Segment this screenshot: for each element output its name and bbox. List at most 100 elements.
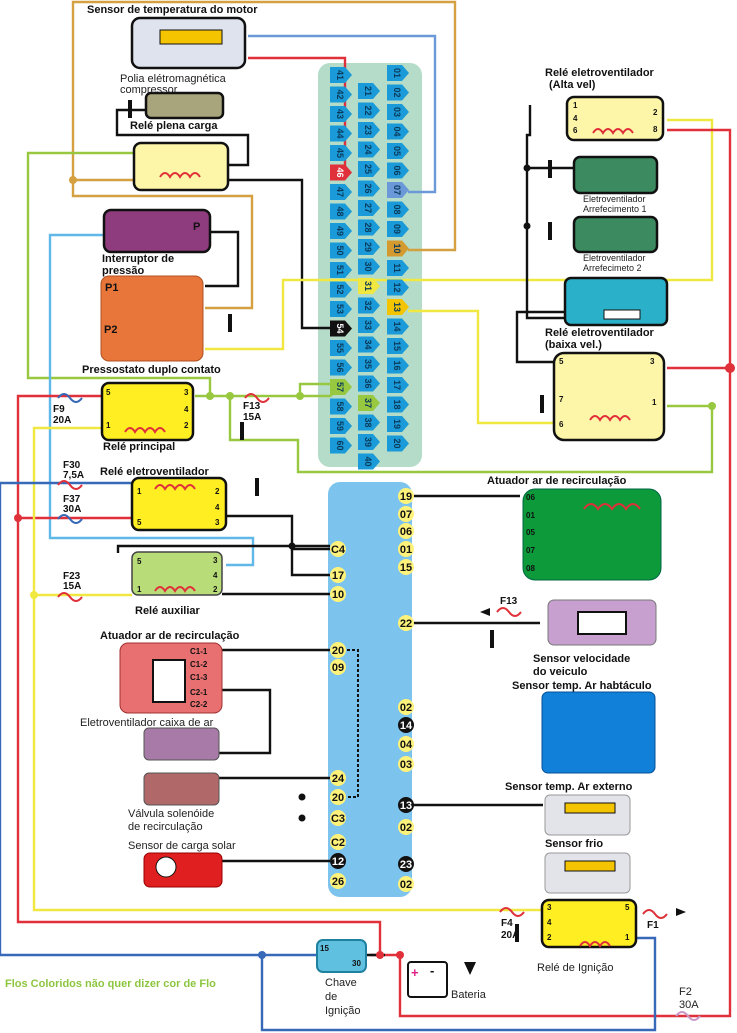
connector-pin-label: 54 — [335, 323, 345, 333]
connector-pin-label: 02 — [392, 87, 402, 97]
ground-icons — [128, 100, 552, 975]
connector-pin-label: 46 — [335, 167, 345, 177]
label-low-speed-relay: Relé eletroventilador — [545, 327, 655, 339]
label-p2: P2 — [104, 324, 117, 336]
module-pin-label: 23 — [400, 859, 412, 871]
connector-pin-41: 41 — [330, 67, 352, 83]
module-pin-label: 10 — [332, 589, 344, 601]
connector-pin-label: 13 — [392, 302, 402, 312]
connector-pin-label: 24 — [363, 144, 373, 154]
connector-pin-47: 47 — [330, 184, 352, 200]
connector-pin-18: 18 — [387, 396, 409, 413]
connector-pin-label: 16 — [392, 360, 402, 370]
pin-label: 05 — [526, 528, 535, 537]
pin-label: 01 — [526, 511, 535, 520]
connector-pin-50: 50 — [330, 242, 352, 259]
label-main-relay: Relé principal — [103, 441, 175, 453]
fan-relay — [130, 476, 228, 532]
fuse-f30: F30 — [63, 460, 81, 471]
connector-pin-22: 22 — [358, 102, 380, 119]
connector-pin-label: 19 — [392, 419, 402, 429]
connector-pin-label: 06 — [392, 165, 402, 175]
pin-label: 30 — [352, 959, 361, 968]
connector-pin-label: 35 — [363, 359, 373, 369]
ac-module-connector — [328, 482, 412, 897]
module-pin-26: 26 — [330, 873, 346, 889]
module-pin-label: 20 — [332, 645, 344, 657]
connector-pin-label: 14 — [392, 321, 402, 331]
recirc-actuator-right — [522, 488, 662, 581]
pin-label: 4 — [215, 503, 220, 512]
battery — [407, 961, 448, 998]
connector-pin-48: 48 — [330, 203, 352, 220]
module-pin-02: 02 — [398, 699, 414, 715]
module-pin-label: 24 — [332, 773, 345, 785]
pin-label: 3 — [184, 388, 189, 397]
connector-pin-label: 47 — [335, 187, 345, 197]
high-speed-fan-relay — [565, 95, 665, 142]
pressure-switch — [102, 208, 212, 254]
connector-pin-label: 44 — [335, 128, 345, 138]
label-solar-sensor: Sensor de carga solar — [128, 840, 236, 852]
connector-pin-label: 08 — [392, 204, 402, 214]
label-high-speed-relay: Relé eletroventilador — [545, 67, 655, 79]
pin-label: 1 — [573, 101, 578, 110]
label-valve-2: de recirculação — [128, 821, 203, 833]
connector-pin-17: 17 — [387, 377, 409, 393]
connector-pin-45: 45 — [330, 145, 352, 161]
pin-label: 2 — [215, 487, 220, 496]
connector-pin-label: 60 — [335, 440, 345, 450]
connector-pin-label: 32 — [363, 300, 373, 310]
pin-label: 3 — [213, 556, 218, 565]
fuse-f13: F13 — [243, 401, 261, 412]
label-external-temp-sensor: Sensor temp. Ar externo — [505, 781, 633, 793]
pin-label: C2-2 — [190, 700, 208, 709]
pin-label: 5 — [559, 357, 564, 366]
label-engine-temp-sensor: Sensor de temperatura do motor — [87, 4, 258, 16]
fuse-f2-rating: 30A — [679, 999, 699, 1011]
connector-pin-label: 12 — [392, 282, 402, 292]
fuse-f4: F4 — [501, 918, 513, 929]
coil-icons — [124, 128, 641, 948]
module-pin-label: 04 — [400, 739, 413, 751]
label-fan-relay: Relé eletroventilador — [100, 466, 210, 478]
connector-pin-52: 52 — [330, 281, 352, 298]
connector-pin-label: 04 — [392, 126, 402, 136]
label-low-speed-relay-2: (baixa vel.) — [545, 339, 602, 351]
pin-label: 15 — [320, 944, 329, 953]
connector-pin-11: 11 — [387, 260, 409, 276]
connector-pin-label: 10 — [392, 243, 402, 253]
module-pin-label: 03 — [400, 759, 412, 771]
connector-pin-30: 30 — [358, 258, 380, 275]
cabin-air-temp-sensor — [541, 691, 656, 774]
connector-pin-label: 17 — [392, 380, 402, 390]
pin-label: 5 — [137, 557, 142, 566]
labels: Sensor de temperatura do motor Polia elé… — [5, 4, 699, 1017]
connector-pin-label: 51 — [335, 265, 345, 275]
connector-pin-label: 53 — [335, 304, 345, 314]
connector-pin-label: 43 — [335, 109, 345, 119]
junctions — [14, 164, 735, 959]
connector-pin-label: 26 — [363, 183, 373, 193]
pin-label: C2-1 — [190, 688, 208, 697]
module-pin-label: 20 — [332, 792, 344, 804]
label-pulley-2: compressor — [120, 84, 178, 96]
fuse-f2: F2 — [679, 986, 692, 998]
label-fan-1: Eletroventilador — [583, 194, 646, 204]
connector-pin-29: 29 — [358, 239, 380, 255]
connector-pin-23: 23 — [358, 122, 380, 138]
connector-pin-label: 09 — [392, 224, 402, 234]
module-pin-C3: C3 — [330, 810, 346, 826]
module-pin-label: 13 — [400, 800, 412, 812]
module-pin-13: 13 — [398, 797, 414, 813]
connector-pin-27: 27 — [358, 200, 380, 216]
arrow-icon — [480, 608, 490, 616]
connector-pin-label: 50 — [335, 245, 345, 255]
module-pin-07: 07 — [398, 506, 414, 522]
module-pin-label: C2 — [331, 837, 345, 849]
connector-pin-60: 60 — [330, 437, 352, 454]
ignition-switch[interactable] — [316, 939, 367, 973]
connector-pin-57: 57 — [330, 379, 352, 395]
